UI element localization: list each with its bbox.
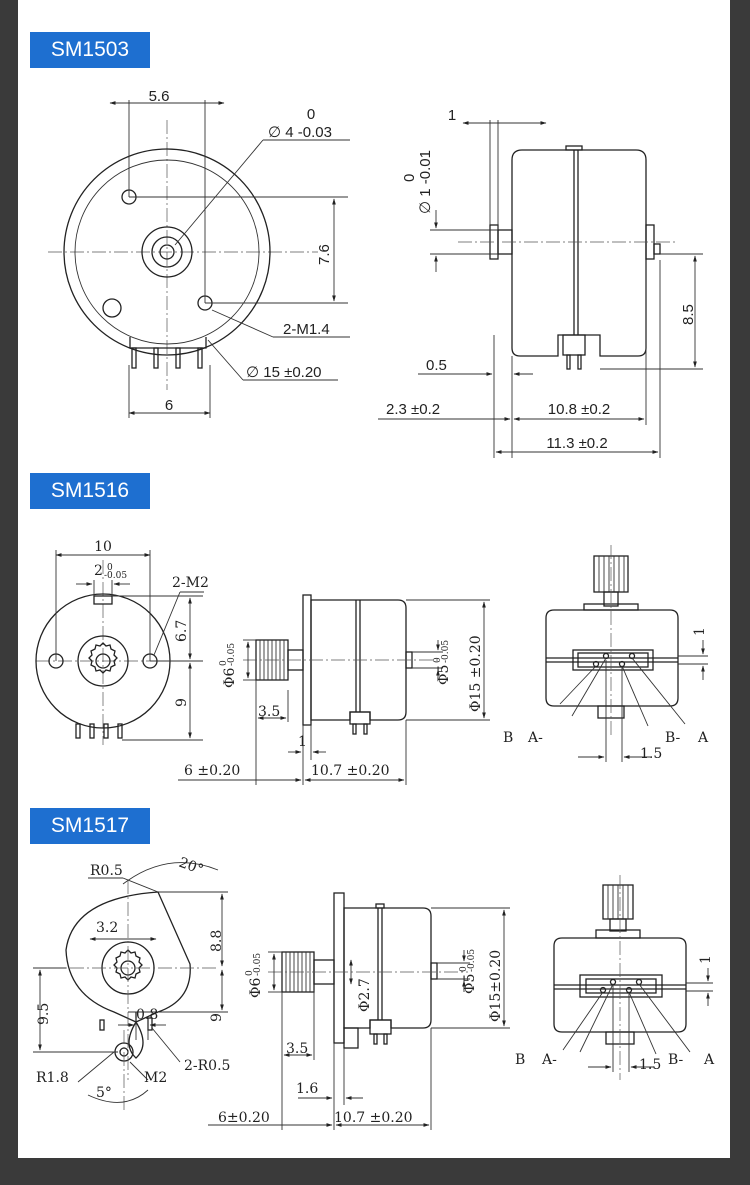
sm1517-rear-dim-one: 1: [698, 955, 714, 964]
sm1503-front-shaft-dia: ∅ 4 -0.03: [268, 124, 332, 141]
sm1503-side-dim-height: 8.5: [680, 304, 697, 325]
sm1516-side-boss-dia: Φ5: [436, 665, 452, 685]
technical-drawings: 5.6 0 ∅ 4 -0.03 7.6 2-M1.4 ∅ 15 ±0.20 6: [33, 88, 715, 1130]
sm1517-rear-label-a-minus: A-: [541, 1052, 557, 1068]
sm1517-front-angle-bottom: 5°: [96, 1085, 112, 1101]
drawing-sheet: SM1503 SM1516 SM1517: [18, 0, 730, 1158]
section-title-sm1517: SM1517: [30, 808, 150, 844]
sm1517-front-view: [33, 862, 228, 1110]
sm1517-rear-pitch: 1.5: [639, 1057, 661, 1073]
sm1516-front-screw: 2-M2: [172, 575, 209, 591]
sm1503-side-dim-small: 0.5: [426, 357, 447, 374]
sm1517-side-inner-dia: Φ2.7: [357, 978, 373, 1012]
sm1517-front-dim-small: 0.8: [136, 1007, 158, 1023]
sm1516-rear-dim-one: 1: [692, 627, 708, 636]
section-title-sm1516: SM1516: [30, 473, 150, 509]
sm1516-side-dim-left: 6 ±0.20: [184, 763, 240, 779]
sm1517-rear-label-b: B: [515, 1052, 525, 1068]
sm1517-front-radius-left: R1.8: [36, 1070, 69, 1086]
sm1517-side-dim-body: 10.7 ±0.20: [334, 1110, 413, 1126]
sm1503-front-shaft-tol: 0: [307, 106, 315, 123]
sm1503-front-dim-height: 7.6: [316, 244, 333, 265]
sm1516-rear-label-b: B: [503, 730, 513, 746]
sm1516-side-dim-one: 1: [298, 734, 307, 750]
section-title-sm1503: SM1503: [30, 32, 150, 68]
sm1517-side-gear-tol-bottom: -0.05: [253, 953, 263, 976]
sm1517-front-radius-top: R0.5: [90, 863, 123, 879]
sm1517-front-dim-mid: 3.2: [96, 920, 118, 936]
sm1516-side-gear-tol-bottom: -0.05: [227, 643, 237, 666]
sm1516-front-view: [35, 550, 204, 745]
sm1516-rear-pitch: 1.5: [640, 746, 662, 762]
sm1516-rear-label-b-minus: B-: [665, 730, 681, 746]
sm1503-side-dim-left: 2.3 ±0.2: [386, 401, 440, 418]
sm1517-front-dim-left: 9.5: [36, 1003, 52, 1025]
sm1516-rear-label-a: A: [697, 730, 709, 746]
sm1517-front-dim-h2: 9: [209, 1013, 225, 1022]
sm1516-front-slot: 2: [94, 563, 103, 579]
sm1516-side-dim-body: 10.7 ±0.20: [311, 763, 390, 779]
sm1517-front-radius-right: 2-R0.5: [184, 1058, 230, 1074]
sm1517-side-boss-tol-bottom: -0.05: [467, 949, 477, 972]
sm1517-rear-label-b-minus: B-: [668, 1052, 684, 1068]
sm1503-front-body-dia: ∅ 15 ±0.20: [246, 364, 322, 381]
sm1516-side-gear-tol-top: 0: [219, 660, 229, 666]
sm1517-side-gear-len: 3.5: [286, 1041, 308, 1057]
sm1517-side-dim-flange: 1.6: [296, 1081, 318, 1097]
sm1517-rear-view: [553, 875, 713, 1080]
sm1503-side-shaft-dia: ∅ 1 -0.01: [417, 150, 434, 214]
sm1503-front-dim-bottom: 6: [165, 397, 173, 414]
sm1517-side-gear-dia: Φ6: [248, 978, 264, 998]
sm1503-front-dim-top: 5.6: [149, 88, 170, 105]
sm1516-side-body-dia: Φ15 ±0.20: [468, 635, 484, 712]
sm1517-side-gear-tol-top: 0: [245, 970, 255, 976]
sm1517-rear-label-a: A: [703, 1052, 715, 1068]
sm1517-front-angle-top: 20°: [177, 855, 206, 879]
sm1517-side-view: [208, 892, 510, 1130]
sm1516-side-view: [178, 594, 490, 785]
sm1517-side-boss-dia: Φ5: [462, 974, 478, 994]
sm1516-side-boss-tol-bottom: -0.05: [441, 640, 451, 663]
sm1516-front-dim-h1: 6.7: [174, 620, 190, 642]
sm1503-front-view: [48, 100, 350, 418]
sm1516-side-gear-dia: Φ6: [222, 668, 238, 688]
sm1503-side-shaft-tol: 0: [401, 174, 418, 182]
sm1503-side-dim-top: 1: [448, 107, 456, 124]
sm1503-front-screw: 2-M1.4: [283, 321, 330, 338]
sm1517-side-body-dia: Φ15±0.20: [488, 950, 504, 1022]
sm1516-front-slot-tol-top: 0: [107, 563, 113, 573]
sm1503-side-view: [378, 120, 703, 458]
sm1516-front-dim-h2: 9: [174, 698, 190, 707]
sm1517-front-screw: M2: [144, 1070, 167, 1086]
sm1516-side-boss-tol-top: 0: [433, 657, 443, 663]
sm1503-side-dim-total: 11.3 ±0.2: [546, 435, 607, 452]
sm1517-side-dim-left: 6±0.20: [218, 1110, 270, 1126]
sm1517-side-boss-tol-top: 0: [459, 966, 469, 972]
sm1503-side-dim-body: 10.8 ±0.2: [548, 401, 610, 418]
sm1516-side-gear-len: 3.5: [258, 704, 280, 720]
sm1516-rear-view: [545, 545, 708, 762]
sm1516-front-dim-top: 10: [94, 539, 112, 555]
sm1516-rear-label-a-minus: A-: [527, 730, 543, 746]
sm1517-front-dim-h1: 8.8: [209, 930, 225, 952]
sm1516-front-slot-tol-bottom: -0.05: [104, 571, 127, 581]
